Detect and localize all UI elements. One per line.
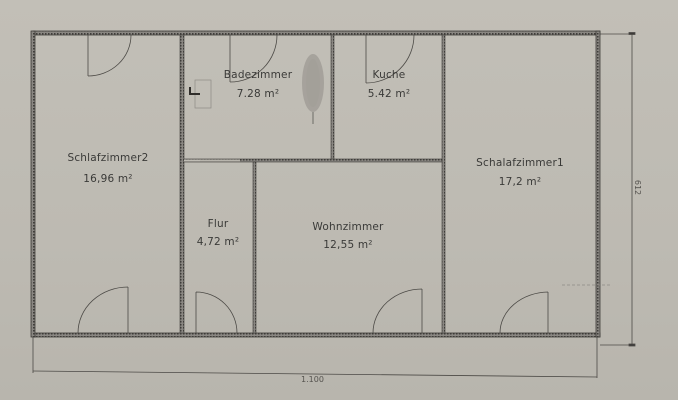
dimension-height-label: 612 bbox=[633, 179, 643, 196]
room-wohnzimmer-name: Wohnzimmer bbox=[312, 221, 384, 233]
dimension-width-label: 1.100 bbox=[301, 375, 324, 384]
interior-walls bbox=[179, 34, 446, 334]
room-schlafzimmer2-area: 16,96 m² bbox=[83, 173, 133, 185]
room-schalafzimmer1-name: Schalafzimmer1 bbox=[476, 157, 564, 169]
room-schlafzimmer2-name: Schlafzimmer2 bbox=[67, 152, 149, 164]
bathtub-icon bbox=[302, 54, 324, 124]
toilet-icon bbox=[189, 79, 212, 109]
doors bbox=[77, 34, 549, 334]
room-kuche-area: 5.42 m² bbox=[367, 88, 411, 100]
room-flur-name: Flur bbox=[207, 218, 229, 230]
room-badezimmer-name: Badezimmer bbox=[223, 69, 293, 81]
room-kuche-name: Kuche bbox=[372, 69, 406, 81]
room-badezimmer-area: 7.28 m² bbox=[236, 88, 280, 100]
room-flur-area: 4,72 m² bbox=[196, 236, 240, 248]
room-wohnzimmer-area: 12,55 m² bbox=[323, 239, 373, 251]
outer-walls bbox=[30, 30, 601, 338]
room-schalafzimmer1-area: 17,2 m² bbox=[498, 176, 542, 188]
dimension-lines bbox=[32, 32, 636, 378]
